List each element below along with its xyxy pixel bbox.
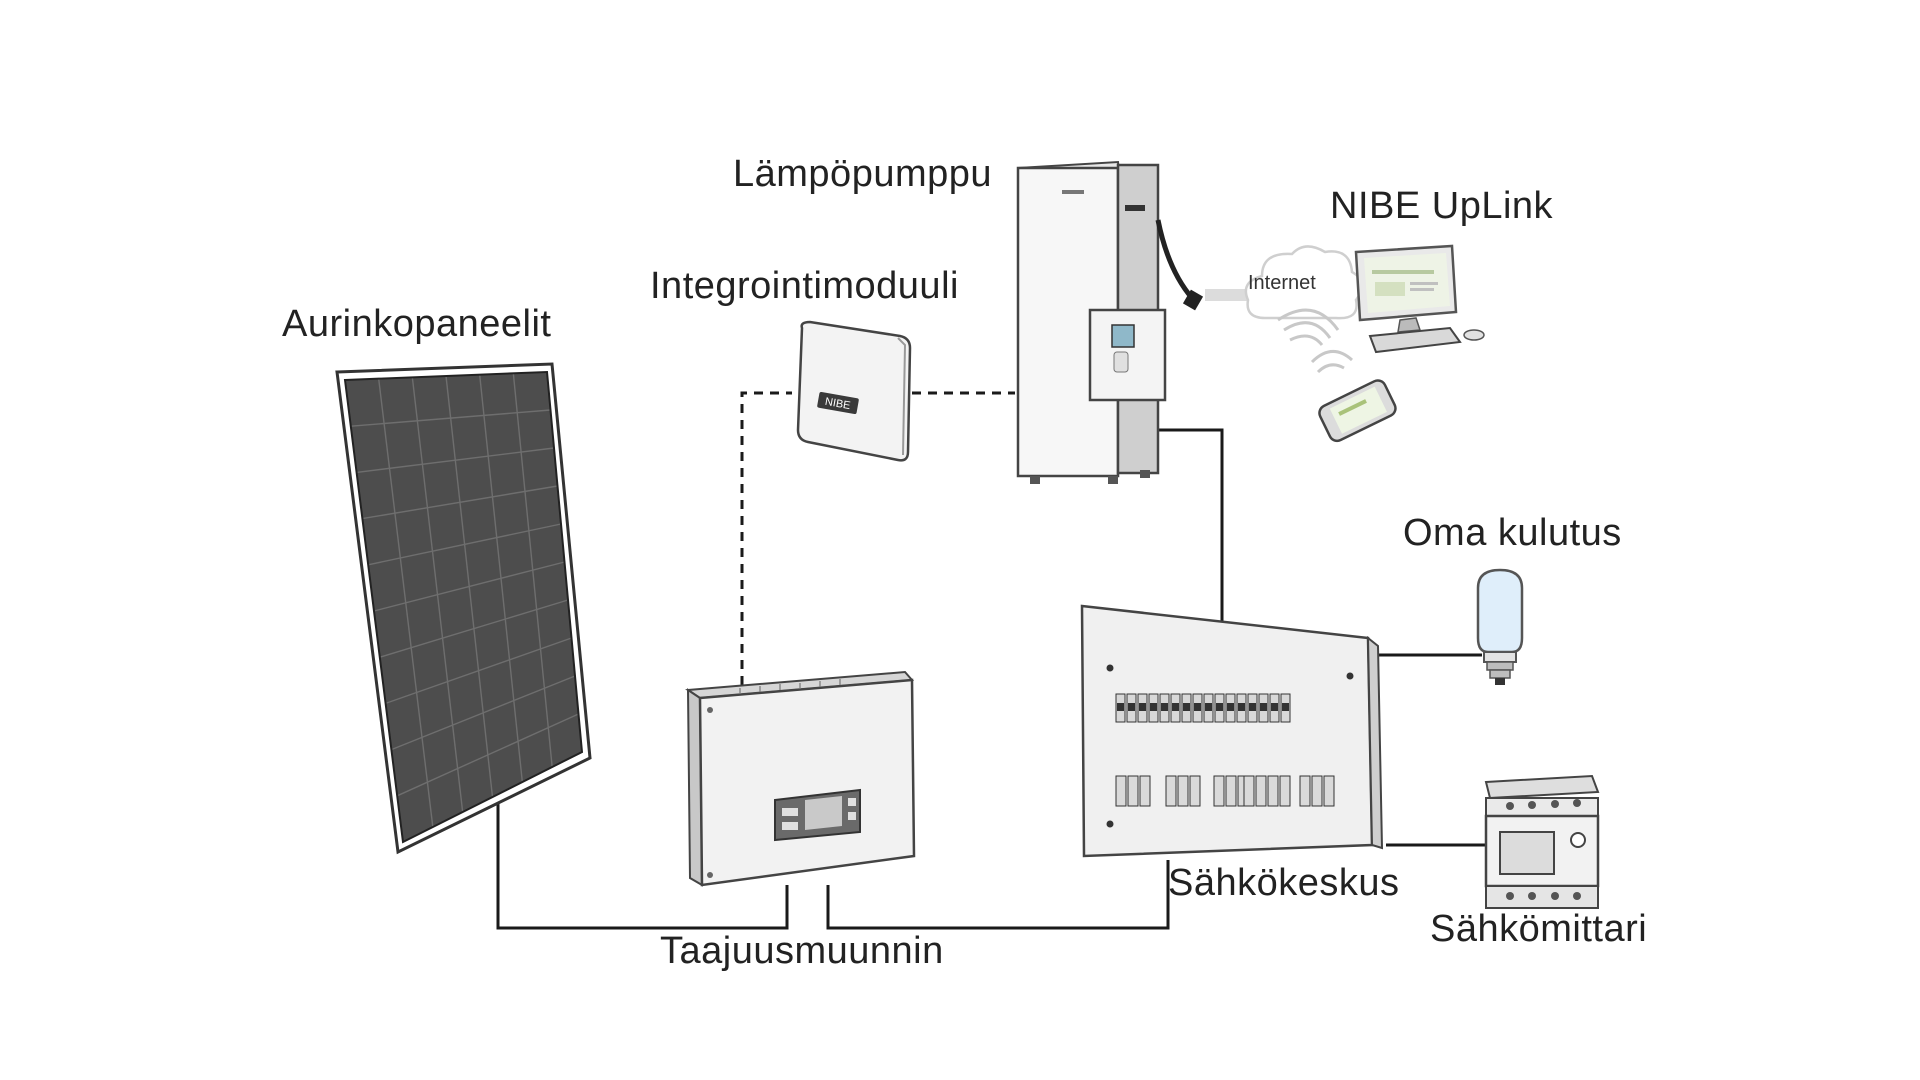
breaker bbox=[1115, 775, 1127, 807]
light-bulb-icon bbox=[1476, 568, 1524, 685]
panel-cell-row bbox=[396, 713, 579, 797]
integration-module-brand: NIBE bbox=[824, 396, 851, 412]
label-solar-panels: Aurinkopaneelit bbox=[282, 303, 552, 345]
breaker-switch bbox=[1128, 703, 1135, 711]
label-electricity-meter: Sähkömittari bbox=[1430, 908, 1648, 950]
breaker-switch bbox=[1205, 703, 1212, 711]
panel-cell-row bbox=[350, 409, 551, 427]
label-inverter: Taajuusmuunnin bbox=[660, 930, 944, 972]
label-integration-module: Integrointimoduuli bbox=[650, 265, 959, 307]
breaker bbox=[1279, 775, 1291, 807]
breaker-switch bbox=[1194, 703, 1201, 711]
label-own-consumption: Oma kulutus bbox=[1403, 512, 1622, 554]
connection-lines bbox=[496, 391, 1497, 930]
breaker bbox=[1139, 775, 1151, 807]
integration-module-icon: NIBE bbox=[796, 320, 912, 462]
panel-cell-row bbox=[391, 675, 576, 751]
breaker-switch bbox=[1216, 703, 1223, 711]
computer-icon bbox=[1354, 244, 1485, 354]
wifi-icon bbox=[1277, 308, 1354, 374]
inverter-icon bbox=[685, 670, 916, 887]
breaker bbox=[1213, 775, 1225, 807]
panel-cell-row bbox=[385, 637, 572, 705]
panel-cell-row bbox=[379, 599, 569, 658]
breaker-switch bbox=[1282, 703, 1289, 711]
breaker bbox=[1165, 775, 1177, 807]
electricity-meter-icon bbox=[1484, 774, 1600, 909]
breaker-switch bbox=[1271, 703, 1278, 711]
breaker bbox=[1267, 775, 1279, 807]
panel-cell-row bbox=[373, 561, 565, 612]
breaker-switch bbox=[1238, 703, 1245, 711]
smartphone-icon bbox=[1318, 379, 1397, 443]
label-uplink: NIBE UpLink bbox=[1330, 185, 1554, 227]
breaker-switch bbox=[1260, 703, 1267, 711]
panel-cell-row bbox=[356, 447, 555, 474]
line-inverter-to-module bbox=[740, 391, 792, 685]
line-heatpump-to-board bbox=[1152, 428, 1224, 625]
breaker-switch bbox=[1150, 703, 1157, 711]
line-panel-to-inverter bbox=[496, 800, 789, 930]
label-internet: Internet bbox=[1248, 272, 1316, 294]
distribution-board-icon bbox=[1080, 604, 1384, 858]
panel-cell-row bbox=[362, 485, 558, 520]
breaker-switch bbox=[1117, 703, 1124, 711]
internet-cloud-icon bbox=[1205, 245, 1365, 320]
breaker bbox=[1243, 775, 1255, 807]
breaker-switch bbox=[1161, 703, 1168, 711]
heat-pump-icon bbox=[1016, 160, 1204, 484]
breaker bbox=[1323, 775, 1335, 807]
panel-cell-row bbox=[368, 523, 562, 566]
breaker bbox=[1311, 775, 1323, 807]
line-inverter-to-board bbox=[826, 860, 1170, 930]
breaker bbox=[1177, 775, 1189, 807]
breaker-switch bbox=[1227, 703, 1234, 711]
breaker bbox=[1255, 775, 1267, 807]
breaker-switch bbox=[1172, 703, 1179, 711]
breaker bbox=[1127, 775, 1139, 807]
breaker bbox=[1299, 775, 1311, 807]
breaker bbox=[1189, 775, 1201, 807]
breaker-switch bbox=[1139, 703, 1146, 711]
breaker bbox=[1225, 775, 1237, 807]
label-distribution-board: Sähkökeskus bbox=[1168, 862, 1400, 904]
label-heat-pump: Lämpöpumppu bbox=[733, 153, 993, 195]
breaker-switch bbox=[1249, 703, 1256, 711]
breaker-switch bbox=[1183, 703, 1190, 711]
solar-panel-icon bbox=[335, 362, 592, 855]
